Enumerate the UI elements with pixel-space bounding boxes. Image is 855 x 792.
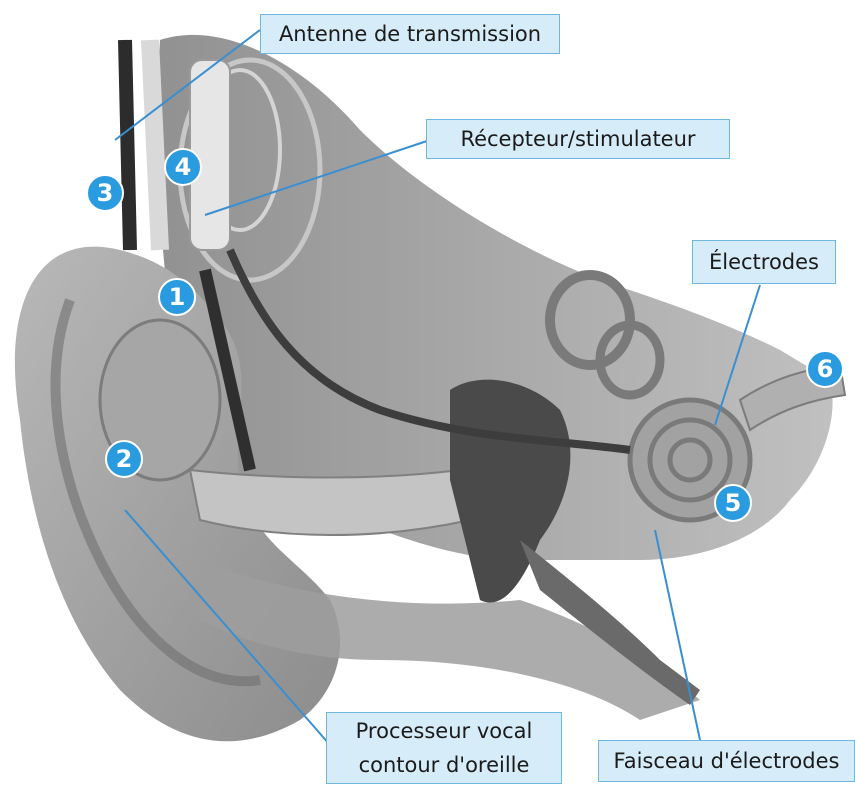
marker-6: 6 (806, 350, 844, 388)
label-antenne: Antenne de transmission (260, 14, 560, 54)
marker-1: 1 (158, 278, 196, 316)
label-processeur-line1: Processeur vocal (356, 714, 533, 748)
transmitter-antenna-highlight (150, 40, 160, 250)
marker-3: 3 (86, 174, 124, 212)
marker-5: 5 (714, 484, 752, 522)
label-processeur: Processeur vocal contour d'oreille (326, 712, 562, 784)
label-faisceau: Faisceau d'électrodes (598, 740, 855, 782)
transmitter-antenna (125, 40, 130, 250)
label-processeur-line2: contour d'oreille (359, 748, 530, 782)
ear-canal (190, 470, 470, 535)
label-recepteur: Récepteur/stimulateur (426, 119, 730, 159)
marker-2: 2 (105, 440, 143, 478)
marker-4: 4 (164, 148, 202, 186)
label-electrodes: Électrodes (692, 240, 836, 284)
